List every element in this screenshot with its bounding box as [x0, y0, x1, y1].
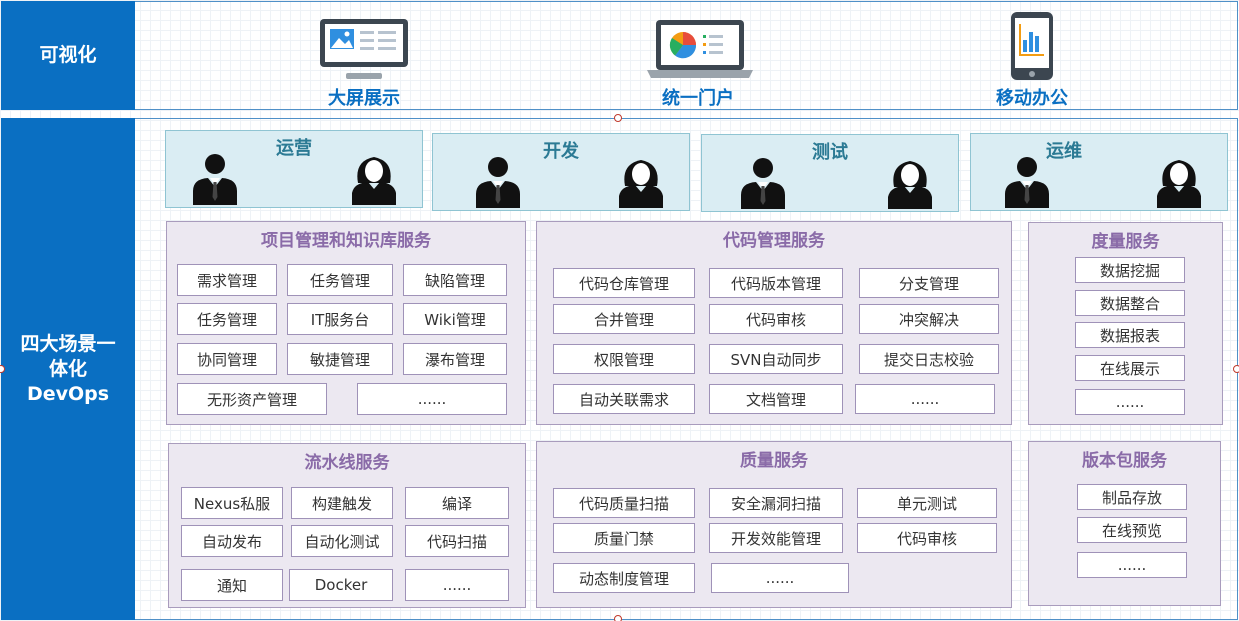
service-item: 数据整合 [1075, 290, 1185, 316]
female-user-icon [882, 155, 938, 213]
service-item: 自动关联需求 [553, 384, 695, 414]
service-item: 制品存放 [1077, 484, 1187, 510]
service-item: 质量门禁 [553, 523, 695, 553]
service-item: 代码审核 [857, 523, 997, 553]
role-development: 开发 [432, 133, 690, 211]
service-metrics: 度量服务 数据挖掘 数据整合 数据报表 在线展示 ...... [1028, 222, 1223, 425]
service-item: 代码质量扫描 [553, 488, 695, 518]
male-user-icon [471, 154, 525, 212]
male-user-icon [736, 155, 790, 213]
role-maintenance: 运维 [970, 133, 1228, 211]
phone-chart-icon [1009, 10, 1055, 82]
devops-row-label: 四大场景一 体化 DevOps [1, 118, 135, 620]
service-item: 动态制度管理 [553, 563, 695, 593]
service-code-management: 代码管理服务 代码仓库管理 代码版本管理 分支管理 合并管理 代码审核 冲突解决… [536, 221, 1012, 425]
service-item: 自动发布 [181, 525, 283, 557]
connector-handle [1233, 365, 1239, 373]
service-item: ...... [1077, 552, 1187, 578]
service-pipeline: 流水线服务 Nexus私服 构建触发 编译 自动发布 自动化测试 代码扫描 通知… [168, 443, 526, 608]
service-item: 代码扫描 [405, 525, 509, 557]
service-item: 在线预览 [1077, 517, 1187, 543]
service-item: 单元测试 [857, 488, 997, 518]
service-item: 任务管理 [177, 303, 277, 335]
service-item: 数据挖掘 [1075, 257, 1185, 283]
service-item: Docker [289, 569, 393, 601]
male-user-icon [1000, 154, 1054, 212]
male-user-icon [188, 151, 242, 209]
visual-item-mobile: 移动办公 [996, 88, 1068, 109]
service-item: 分支管理 [859, 268, 999, 298]
service-item: 编译 [405, 487, 509, 519]
visual-row-label: 可视化 [1, 1, 135, 110]
laptop-chart-icon [645, 18, 755, 80]
service-item: 合并管理 [553, 304, 695, 334]
connector-handle [614, 615, 622, 621]
service-item: 提交日志校验 [859, 344, 999, 374]
service-item: 需求管理 [177, 264, 277, 296]
female-user-icon [346, 151, 402, 209]
female-user-icon [613, 154, 669, 212]
service-item: 敏捷管理 [287, 343, 393, 375]
service-item: 代码仓库管理 [553, 268, 695, 298]
service-item: 文档管理 [709, 384, 843, 414]
service-item: ...... [711, 563, 849, 593]
connector-handle [614, 114, 622, 122]
service-item: 在线展示 [1075, 355, 1185, 381]
service-item: 瀑布管理 [403, 343, 507, 375]
service-item: ...... [405, 569, 509, 601]
service-item: 通知 [181, 569, 283, 601]
role-operations: 运营 [165, 130, 423, 208]
female-user-icon [1151, 154, 1207, 212]
service-item: 开发效能管理 [709, 523, 843, 553]
connector-handle [0, 365, 5, 373]
service-item: ...... [855, 384, 995, 414]
monitor-gallery-icon [318, 17, 410, 81]
service-quality: 质量服务 代码质量扫描 安全漏洞扫描 单元测试 质量门禁 开发效能管理 代码审核… [536, 441, 1012, 608]
service-item: 协同管理 [177, 343, 277, 375]
service-item: 代码版本管理 [709, 268, 843, 298]
service-item: 自动化测试 [291, 525, 393, 557]
service-item: 任务管理 [287, 264, 393, 296]
service-item: Wiki管理 [403, 303, 507, 335]
service-item: SVN自动同步 [709, 344, 843, 374]
service-item: 缺陷管理 [403, 264, 507, 296]
service-item: IT服务台 [287, 303, 393, 335]
service-item: ...... [357, 383, 507, 415]
service-item: 数据报表 [1075, 322, 1185, 348]
service-item: 安全漏洞扫描 [709, 488, 843, 518]
service-project-management: 项目管理和知识库服务 需求管理 任务管理 缺陷管理 任务管理 IT服务台 Wik… [166, 221, 526, 425]
service-item: Nexus私服 [181, 487, 283, 519]
visual-item-portal: 统一门户 [662, 88, 734, 109]
service-item: 权限管理 [553, 344, 695, 374]
role-testing: 测试 [701, 134, 959, 212]
service-version-package: 版本包服务 制品存放 在线预览 ...... [1028, 441, 1221, 606]
service-item: 冲突解决 [859, 304, 999, 334]
visual-item-big-screen: 大屏展示 [328, 88, 400, 109]
service-item: 代码审核 [709, 304, 843, 334]
service-item: 构建触发 [291, 487, 393, 519]
service-item: ...... [1075, 389, 1185, 415]
service-item: 无形资产管理 [177, 383, 327, 415]
